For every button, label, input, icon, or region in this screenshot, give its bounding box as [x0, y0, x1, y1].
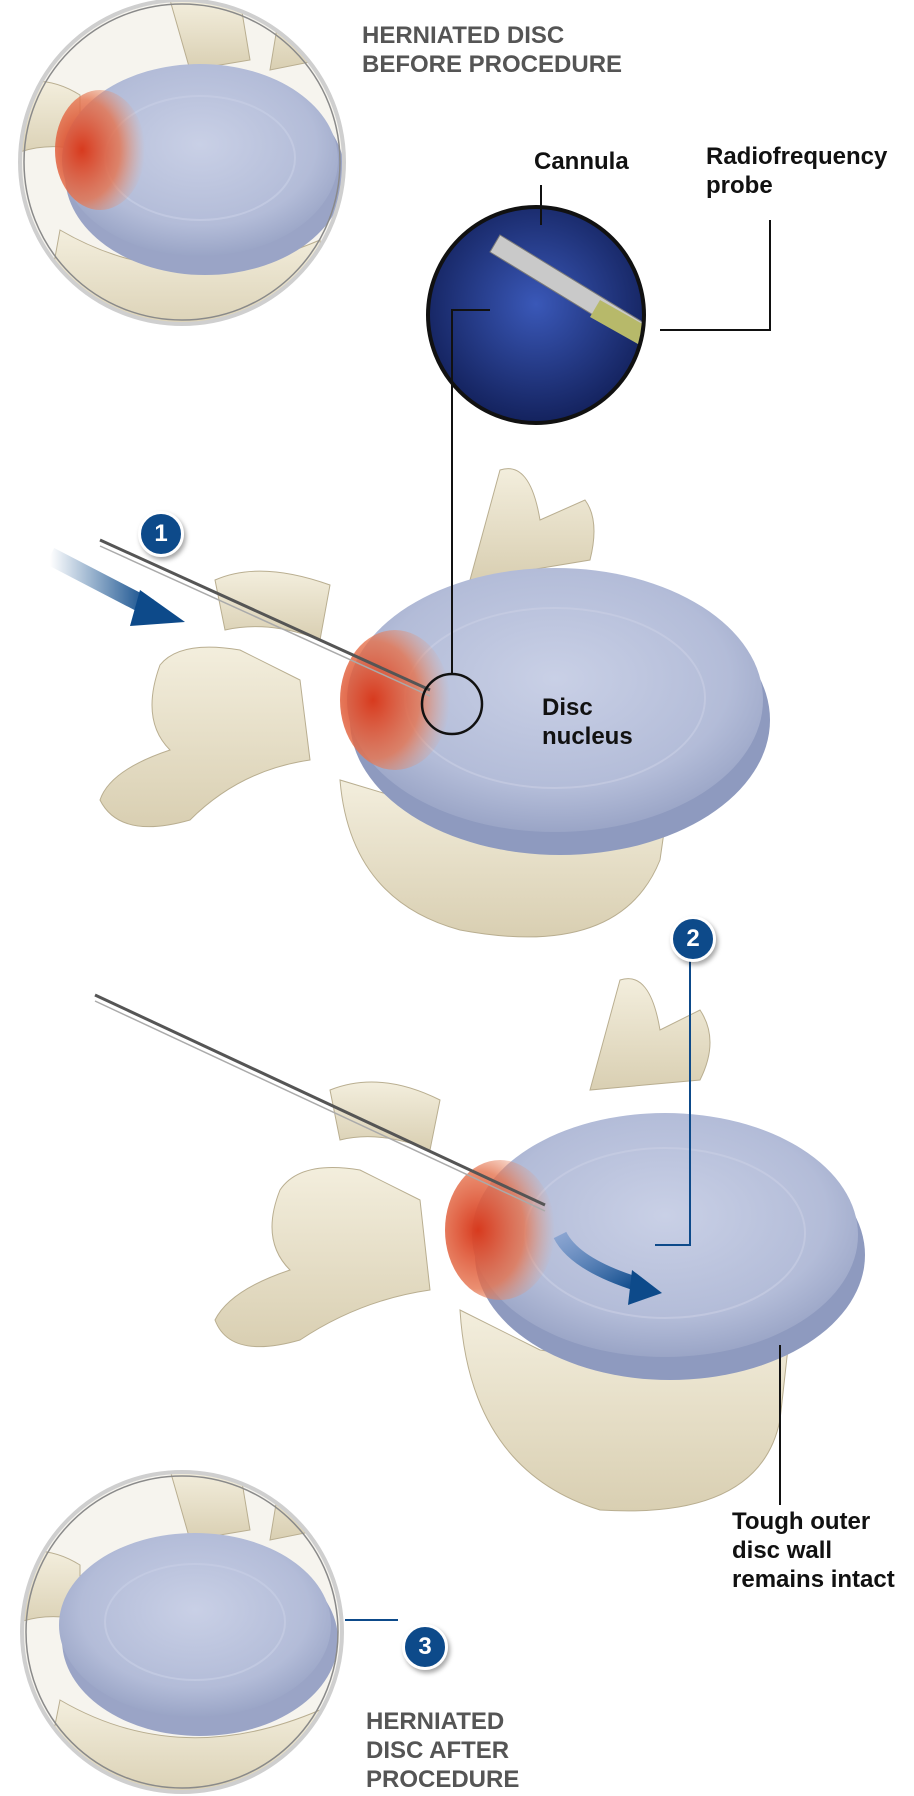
- label-radiofrequency-probe: Radiofrequency probe: [706, 143, 887, 201]
- step-1-arrow: [50, 556, 185, 626]
- step-badge-2: 2: [670, 916, 716, 962]
- lower-vertebra: [95, 979, 865, 1511]
- main-vertebra: [100, 469, 770, 937]
- before-inset: [0, 0, 345, 340]
- step-badge-1: 1: [138, 511, 184, 557]
- label-before-procedure: HERNIATED DISC BEFORE PROCEDURE: [362, 22, 622, 80]
- step-badge-3: 3: [402, 1624, 448, 1670]
- label-outer-disc-wall: Tough outer disc wall remains intact: [732, 1508, 895, 1594]
- probe-inset: [428, 207, 700, 423]
- label-cannula: Cannula: [534, 148, 629, 177]
- label-after-procedure: HERNIATED DISC AFTER PROCEDURE: [366, 1708, 519, 1794]
- label-disc-nucleus: Disc nucleus: [542, 694, 633, 752]
- after-inset: [0, 1470, 342, 1796]
